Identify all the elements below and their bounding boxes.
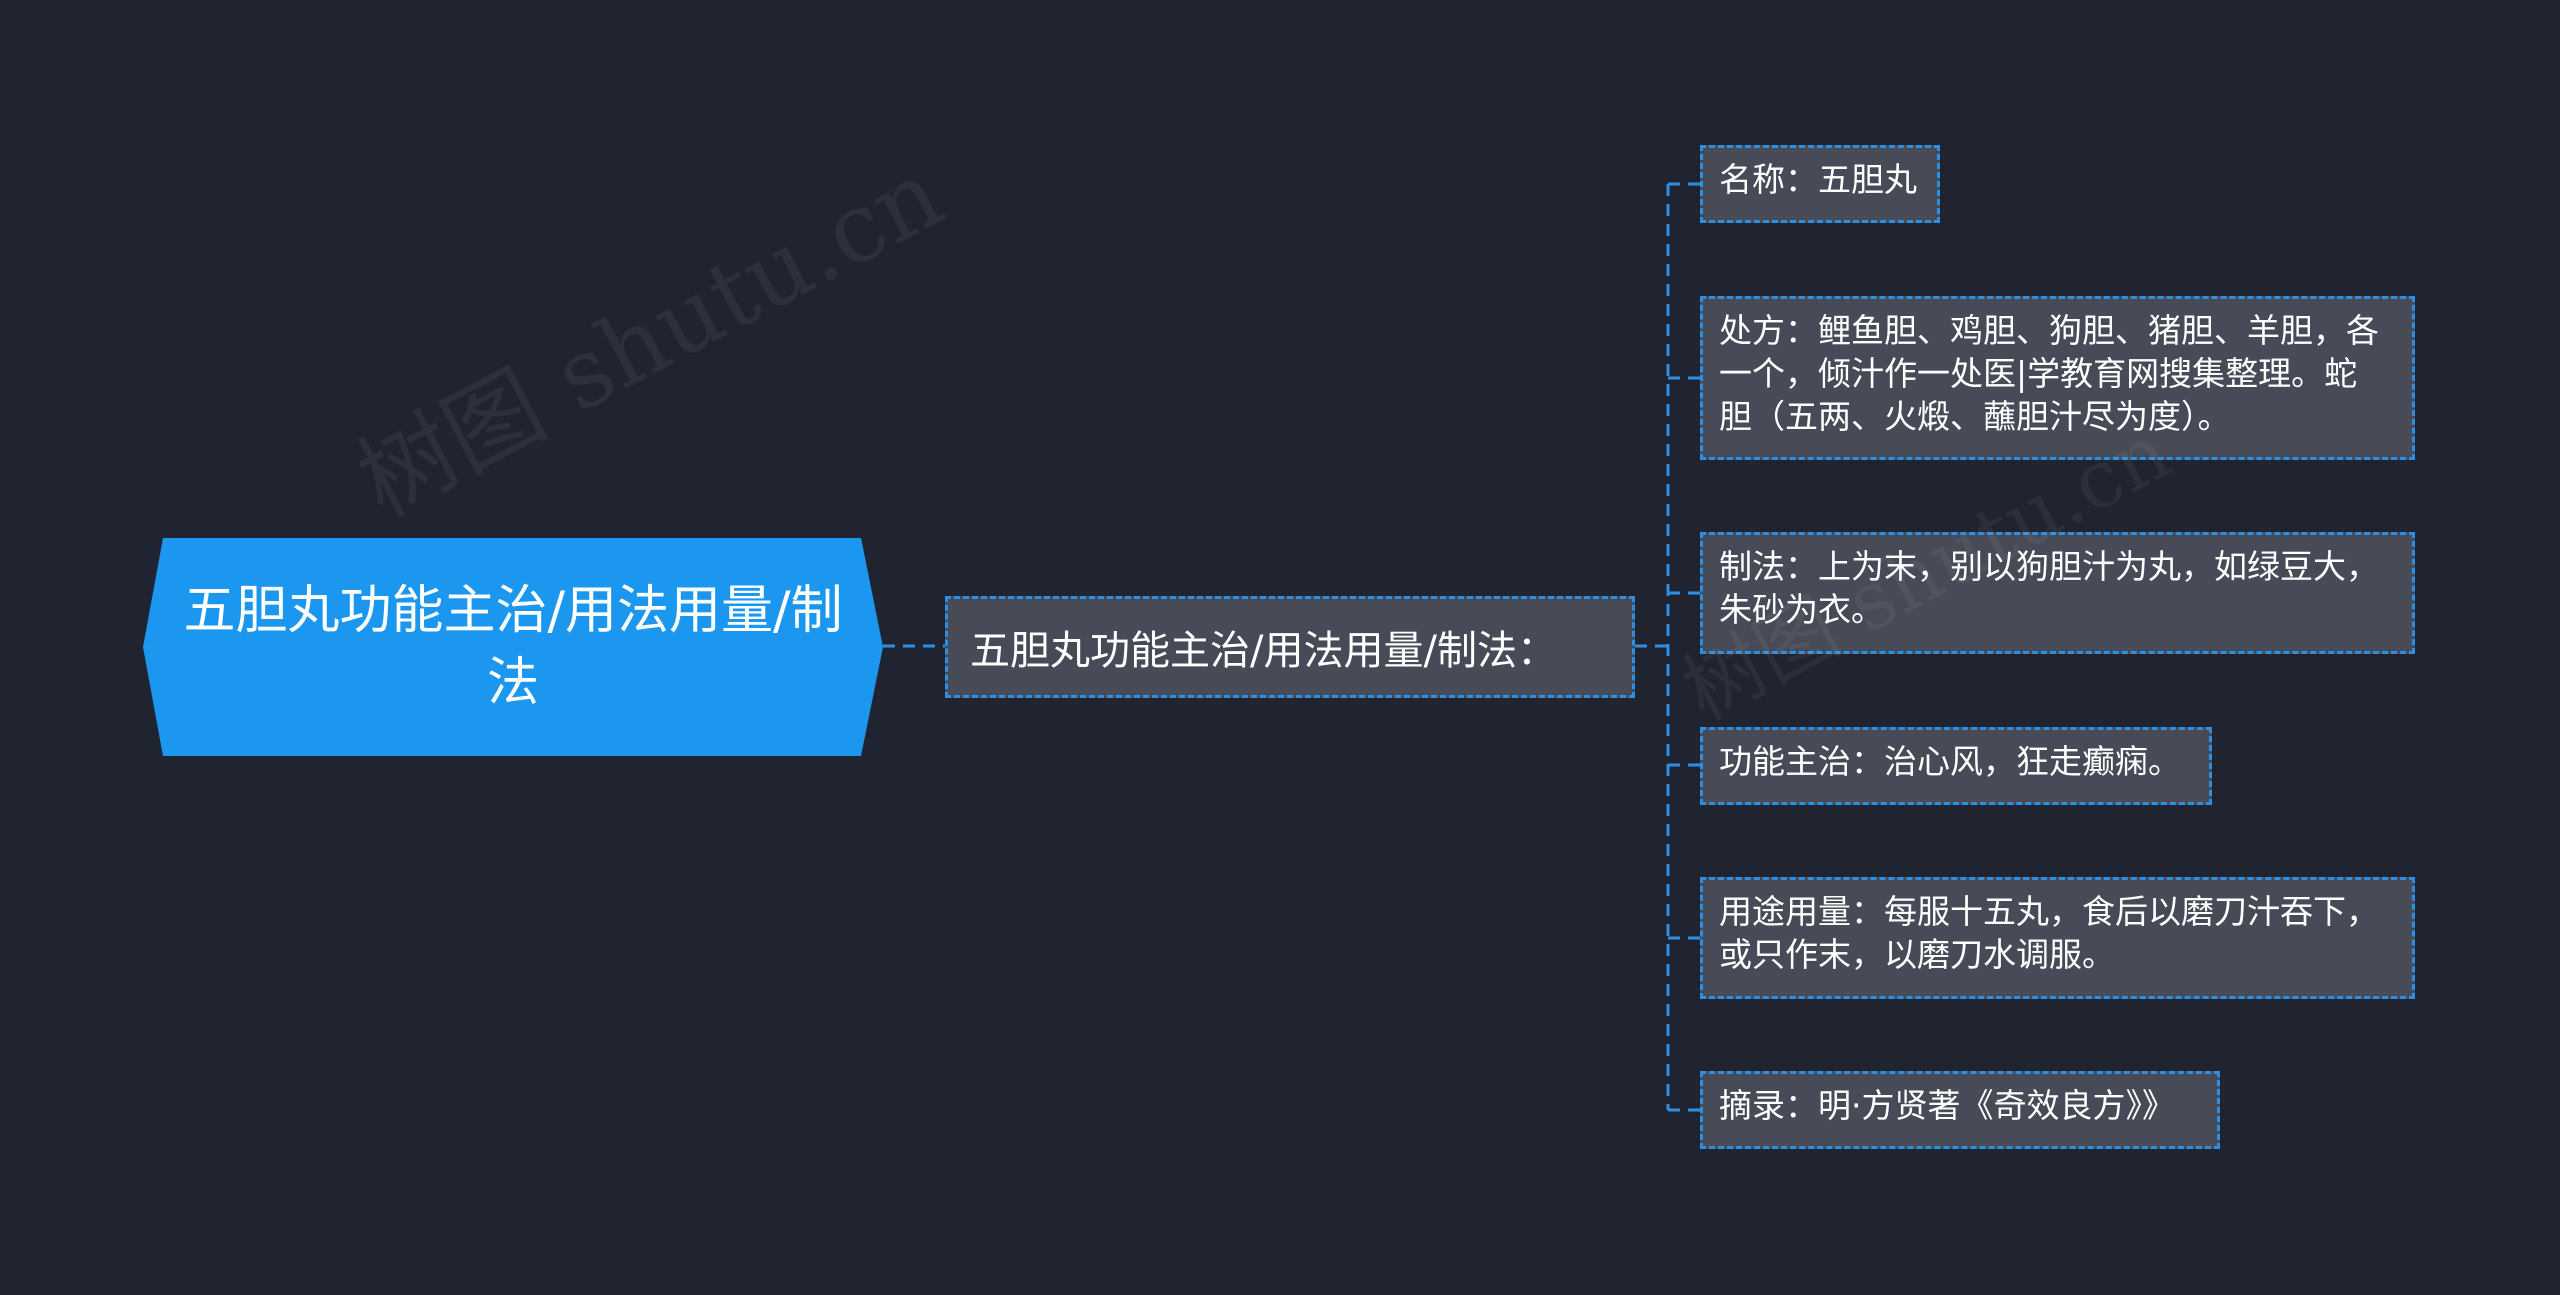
leaf-node-preparation[interactable]: 制法：上为末，别以狗胆汁为丸，如绿豆大， 朱砂为衣。 — [1700, 532, 2415, 654]
leaf-line: 功能主治：治心风，狂走癫痫。 — [1719, 742, 2181, 781]
leaf-node-name[interactable]: 名称：五胆丸 — [1700, 145, 1940, 223]
leaf-node-dosage[interactable]: 用途用量：每服十五丸，食后以磨刀汁吞下， 或只作末，以磨刀水调服。 — [1700, 877, 2415, 999]
leaf-node-prescription[interactable]: 处方：鲤鱼胆、鸡胆、狗胆、猪胆、羊胆，各 一个，倾汁作一处医|学教育网搜集整理。… — [1700, 296, 2415, 460]
root-node-label: 五胆丸功能主治/用法用量/制法 — [183, 581, 843, 713]
leaf-node-source[interactable]: 摘录：明·方贤著《奇效良方》》 — [1700, 1071, 2220, 1149]
root-node[interactable]: 五胆丸功能主治/用法用量/制法 — [143, 538, 883, 756]
leaf-node-indications[interactable]: 功能主治：治心风，狂走癫痫。 — [1700, 727, 2212, 805]
leaf-line: 胆（五两、火煅、蘸胆汁尽为度）。 — [1719, 397, 2231, 436]
leaf-line: 朱砂为衣。 — [1719, 590, 1884, 629]
branch-node[interactable]: 五胆丸功能主治/用法用量/制法： — [945, 596, 1635, 698]
branch-node-label: 五胆丸功能主治/用法用量/制法： — [970, 628, 1557, 674]
leaf-line: 摘录：明·方贤著《奇效良方》》 — [1719, 1086, 2175, 1125]
leaf-line: 名称：五胆丸 — [1719, 160, 1917, 199]
leaf-line: 处方：鲤鱼胆、鸡胆、狗胆、猪胆、羊胆，各 — [1719, 311, 2379, 350]
leaf-line: 或只作末，以磨刀水调服。 — [1719, 935, 2115, 974]
leaf-line: 一个，倾汁作一处医|学教育网搜集整理。蛇 — [1719, 354, 2358, 393]
leaf-line: 制法：上为末，别以狗胆汁为丸，如绿豆大， — [1719, 547, 2379, 586]
leaf-line: 用途用量：每服十五丸，食后以磨刀汁吞下， — [1719, 892, 2379, 931]
